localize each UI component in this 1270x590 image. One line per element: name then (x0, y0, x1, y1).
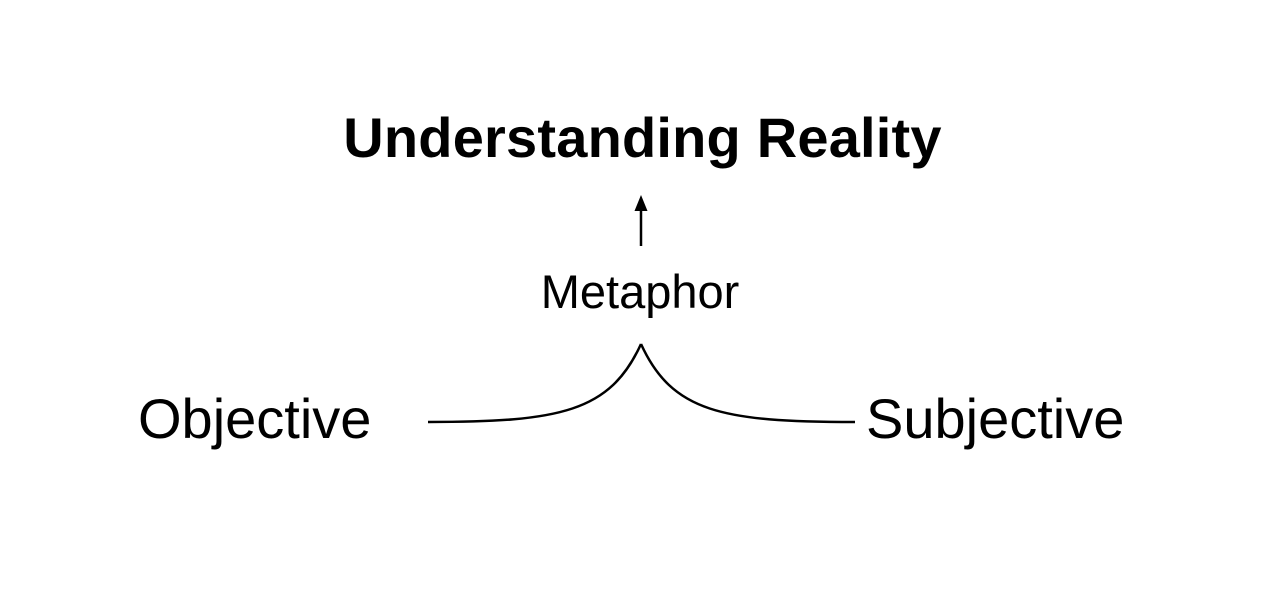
arrow-head-icon (634, 195, 648, 211)
brace-right-curve (639, 343, 856, 424)
node-subjective: Subjective (866, 387, 1125, 450)
diagram-title: Understanding Reality (343, 106, 942, 169)
brace-left-curve (427, 343, 643, 424)
node-objective: Objective (138, 387, 372, 450)
node-metaphor: Metaphor (540, 265, 740, 318)
